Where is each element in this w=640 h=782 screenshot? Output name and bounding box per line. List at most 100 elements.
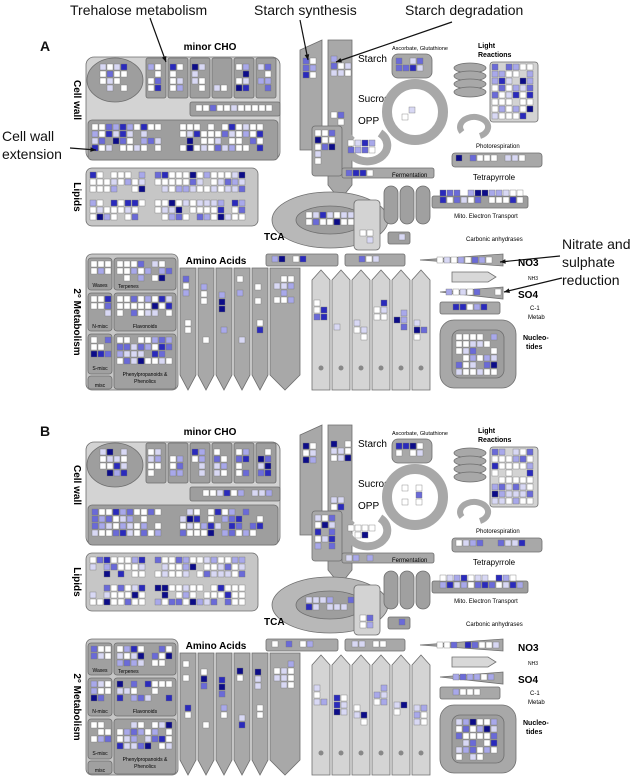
gene-cell xyxy=(478,641,486,649)
light-reactions-label-2: Reactions xyxy=(478,52,512,59)
nh3-label: NH3 xyxy=(528,276,538,282)
gene-cell xyxy=(175,591,183,599)
gene-cell xyxy=(89,178,97,186)
terpenes-label: Terpenes xyxy=(118,669,139,675)
gene-cell xyxy=(352,169,360,177)
gene-cell xyxy=(104,302,112,310)
gene-cell xyxy=(280,667,288,675)
gene-cell xyxy=(221,123,229,131)
gene-cell xyxy=(117,570,125,578)
gene-cell xyxy=(161,171,169,179)
gene-cell xyxy=(123,260,131,268)
gene-cell xyxy=(473,673,481,681)
gene-grid xyxy=(90,260,112,275)
gene-cell xyxy=(256,144,264,152)
gene-cell xyxy=(213,455,221,463)
gene-cell xyxy=(193,522,201,530)
gene-cell xyxy=(103,570,111,578)
gene-cell xyxy=(361,146,369,154)
waxes-label: Waxes xyxy=(92,283,108,289)
gene-cell xyxy=(491,98,499,106)
gene-cell xyxy=(462,340,470,348)
gene-cell xyxy=(462,368,470,376)
gene-cell xyxy=(420,711,428,719)
phenylpropanoids-label: Phenylpropanoids & xyxy=(123,372,168,378)
gene-cell xyxy=(292,255,300,263)
gene-grid xyxy=(238,336,246,344)
gene-cell xyxy=(203,213,211,221)
gene-cell xyxy=(224,213,232,221)
gene-cell xyxy=(483,732,491,740)
gene-cell xyxy=(453,581,461,589)
gene-cell xyxy=(337,447,345,455)
c1-label-1: C-1 xyxy=(530,306,540,312)
gene-cell xyxy=(179,130,187,138)
flavonoids-label: Flavonoids xyxy=(133,709,158,715)
gene-cell xyxy=(361,139,369,147)
gene-grid xyxy=(455,718,498,761)
gene-cell xyxy=(169,462,177,470)
gene-cell xyxy=(455,725,463,733)
gene-cell xyxy=(123,350,131,358)
gene-cell xyxy=(98,529,106,537)
gene-cell xyxy=(137,302,145,310)
gene-cell xyxy=(154,529,162,537)
gene-cell xyxy=(151,680,159,688)
gene-cell xyxy=(228,508,236,516)
gene-cell xyxy=(123,295,131,303)
gene-cell xyxy=(90,694,98,702)
gene-cell xyxy=(138,584,146,592)
gene-cell xyxy=(478,256,486,264)
gene-grid xyxy=(314,129,336,165)
gene-cell xyxy=(179,144,187,152)
gene-cell xyxy=(471,641,479,649)
gene-grid xyxy=(191,448,206,477)
gene-cell xyxy=(140,522,148,530)
gene-cell xyxy=(309,57,317,65)
gene-cell xyxy=(257,462,265,470)
gene-cell xyxy=(116,742,124,750)
gene-cell xyxy=(130,680,138,688)
gene-cell xyxy=(103,563,111,571)
gene-cell xyxy=(280,289,288,297)
starch-label: Starch xyxy=(358,439,387,450)
gene-cell xyxy=(130,309,138,317)
gene-cell xyxy=(314,514,322,522)
gene-cell xyxy=(165,267,173,275)
gene-cell xyxy=(97,687,105,695)
gene-cell xyxy=(467,189,475,197)
gene-cell xyxy=(90,645,98,653)
gene-cell xyxy=(258,489,266,497)
gene-cell xyxy=(165,302,173,310)
gene-cell xyxy=(140,508,148,516)
gene-cell xyxy=(176,455,184,463)
gene-cell xyxy=(213,448,221,456)
gene-cell xyxy=(200,675,208,683)
gene-cell xyxy=(161,206,169,214)
aa-node xyxy=(338,365,344,371)
gene-cell xyxy=(491,455,499,463)
gene-cell xyxy=(450,256,458,264)
fermentation-bar xyxy=(341,552,435,564)
gene-cell xyxy=(220,711,228,719)
gene-cell xyxy=(123,645,131,653)
gene-cell xyxy=(133,144,141,152)
gene-cell xyxy=(154,70,162,78)
gene-cell xyxy=(193,508,201,516)
gene-cell xyxy=(113,63,121,71)
gene-cell xyxy=(147,77,155,85)
gene-cell xyxy=(473,688,481,696)
gene-cell xyxy=(131,213,139,221)
gene-cell xyxy=(347,524,355,532)
gene-cell xyxy=(469,354,477,362)
gene-cell xyxy=(460,581,468,589)
gene-cell xyxy=(481,574,489,582)
gene-cell xyxy=(285,640,293,648)
gene-cell xyxy=(330,440,338,448)
gene-cell xyxy=(256,130,264,138)
gene-cell xyxy=(196,598,204,606)
gene-cell xyxy=(491,84,499,92)
gene-cell xyxy=(168,171,176,179)
gene-cell xyxy=(314,528,322,536)
gene-cell xyxy=(105,529,113,537)
